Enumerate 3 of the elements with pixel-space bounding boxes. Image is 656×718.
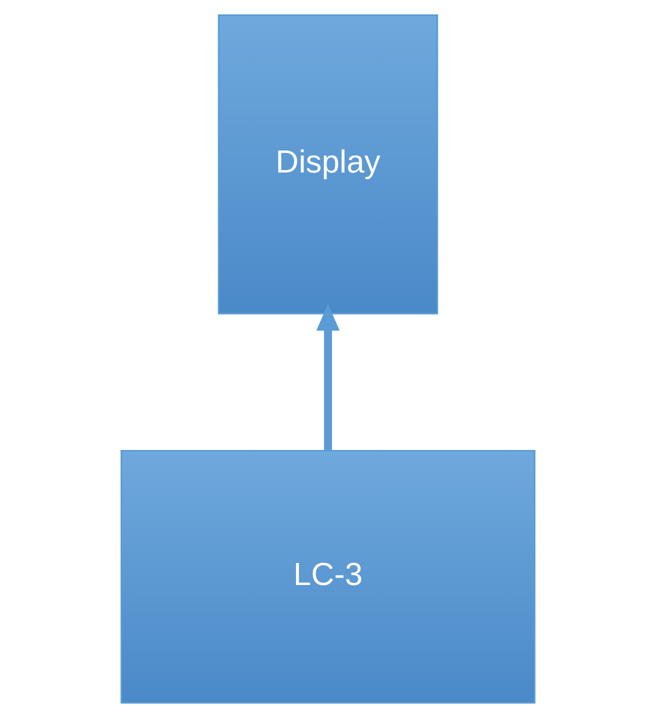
node-box: LC-3 — [120, 450, 536, 704]
arrow — [316, 304, 340, 450]
node-box: Display — [218, 14, 438, 314]
